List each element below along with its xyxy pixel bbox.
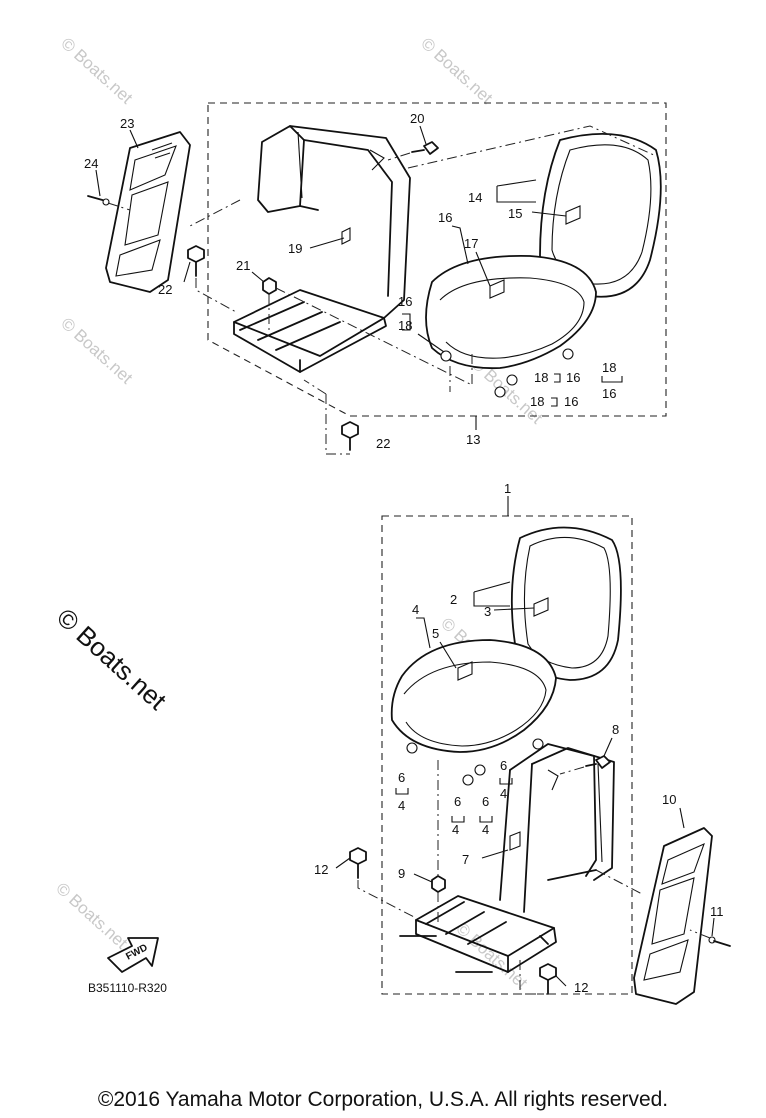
callout-12: 12 (314, 862, 328, 877)
bolt-8 (559, 755, 611, 775)
callout-18: 18 (602, 360, 616, 375)
leader-lines-lower (335, 581, 715, 987)
nut-21 (262, 277, 277, 330)
callout-4: 4 (398, 798, 405, 813)
callout-16: 16 (438, 210, 452, 225)
callout-18: 18 (398, 318, 412, 333)
callout-17: 17 (464, 236, 478, 251)
callout-16: 16 (566, 370, 580, 385)
bolt-22-lower (303, 379, 359, 455)
copyright-notice: ©2016 Yamaha Motor Corporation, U.S.A. A… (97, 1088, 669, 1111)
callout-24: 24 (84, 156, 98, 171)
assembly-line (407, 125, 657, 169)
callout-16: 16 (398, 294, 412, 309)
callout-10: 10 (662, 792, 676, 807)
callout-22: 22 (376, 436, 390, 451)
fwd-arrow: FWD (107, 937, 159, 973)
damper-6 (474, 764, 486, 776)
callout-4: 4 (482, 822, 489, 837)
callout-4: 4 (500, 786, 507, 801)
callout-19: 19 (288, 241, 302, 256)
watermark-text: © Boats.net (52, 879, 131, 953)
callout-16: 16 (602, 386, 616, 401)
watermark-text: © Boats.net (417, 34, 496, 108)
callout-18: 18 (534, 370, 548, 385)
damper-18 (494, 386, 506, 398)
callout-16: 16 (564, 394, 578, 409)
bolt-12-right (519, 960, 557, 995)
seat-frame-7 (399, 743, 615, 973)
callout-14: 14 (468, 190, 482, 205)
damper-18 (440, 350, 452, 362)
diagram-code: B351110-R320 (88, 981, 167, 995)
callout-20: 20 (410, 111, 424, 126)
bolt-12-left (349, 847, 417, 919)
bolt-22-upper (187, 245, 237, 313)
callout-13: 13 (466, 432, 480, 447)
callout-7: 7 (462, 852, 469, 867)
upper-seat-assembly: 23 24 20 19 21 22 22 14 15 16 17 16 18 1… (84, 102, 667, 455)
callout-15: 15 (508, 206, 522, 221)
callout-23: 23 (120, 116, 134, 131)
watermark-text: © Boats.net (57, 34, 136, 108)
assembly-13-boundary (207, 102, 667, 417)
callout-6: 6 (500, 758, 507, 773)
callout-2: 2 (450, 592, 457, 607)
backrest-14 (539, 133, 662, 298)
lower-seat-assembly: 1 2 3 4 5 6 4 6 4 6 4 6 4 8 7 9 12 12 10… (314, 481, 731, 1005)
callout-6: 6 (482, 794, 489, 809)
callout-6: 6 (398, 770, 405, 785)
assembly-line (595, 869, 643, 895)
assembly-line (189, 199, 241, 227)
leader-lines-upper (95, 125, 623, 430)
damper-6 (406, 742, 418, 754)
callout-12: 12 (574, 980, 588, 995)
damper-6 (532, 738, 544, 750)
nut-9 (431, 760, 446, 924)
callout-1: 1 (504, 481, 511, 496)
callout-22: 22 (158, 282, 172, 297)
callout-21: 21 (236, 258, 250, 273)
callout-8: 8 (612, 722, 619, 737)
clip-11 (689, 929, 731, 947)
callout-9: 9 (398, 866, 405, 881)
seat-frame-19 (233, 125, 411, 373)
watermark-text: © Boats.net (57, 314, 136, 388)
callout-18: 18 (530, 394, 544, 409)
callout-3: 3 (484, 604, 491, 619)
callout-4: 4 (452, 822, 459, 837)
callout-6: 6 (454, 794, 461, 809)
seat-cushion-16 (425, 254, 597, 398)
callout-4: 4 (412, 602, 419, 617)
assembly-line (275, 287, 471, 385)
watermark-large: © Boats.net (51, 602, 173, 716)
damper-6 (462, 774, 474, 786)
side-panel-23 (105, 131, 191, 293)
callout-5: 5 (432, 626, 439, 641)
bolt-20 (387, 141, 439, 161)
damper-18 (562, 348, 574, 360)
backrest-2 (510, 526, 622, 681)
side-panel-10 (633, 827, 713, 1005)
callout-11: 11 (710, 904, 724, 919)
clip-24 (87, 195, 131, 211)
damper-18 (506, 374, 518, 386)
seat-cushion-4 (390, 639, 557, 786)
